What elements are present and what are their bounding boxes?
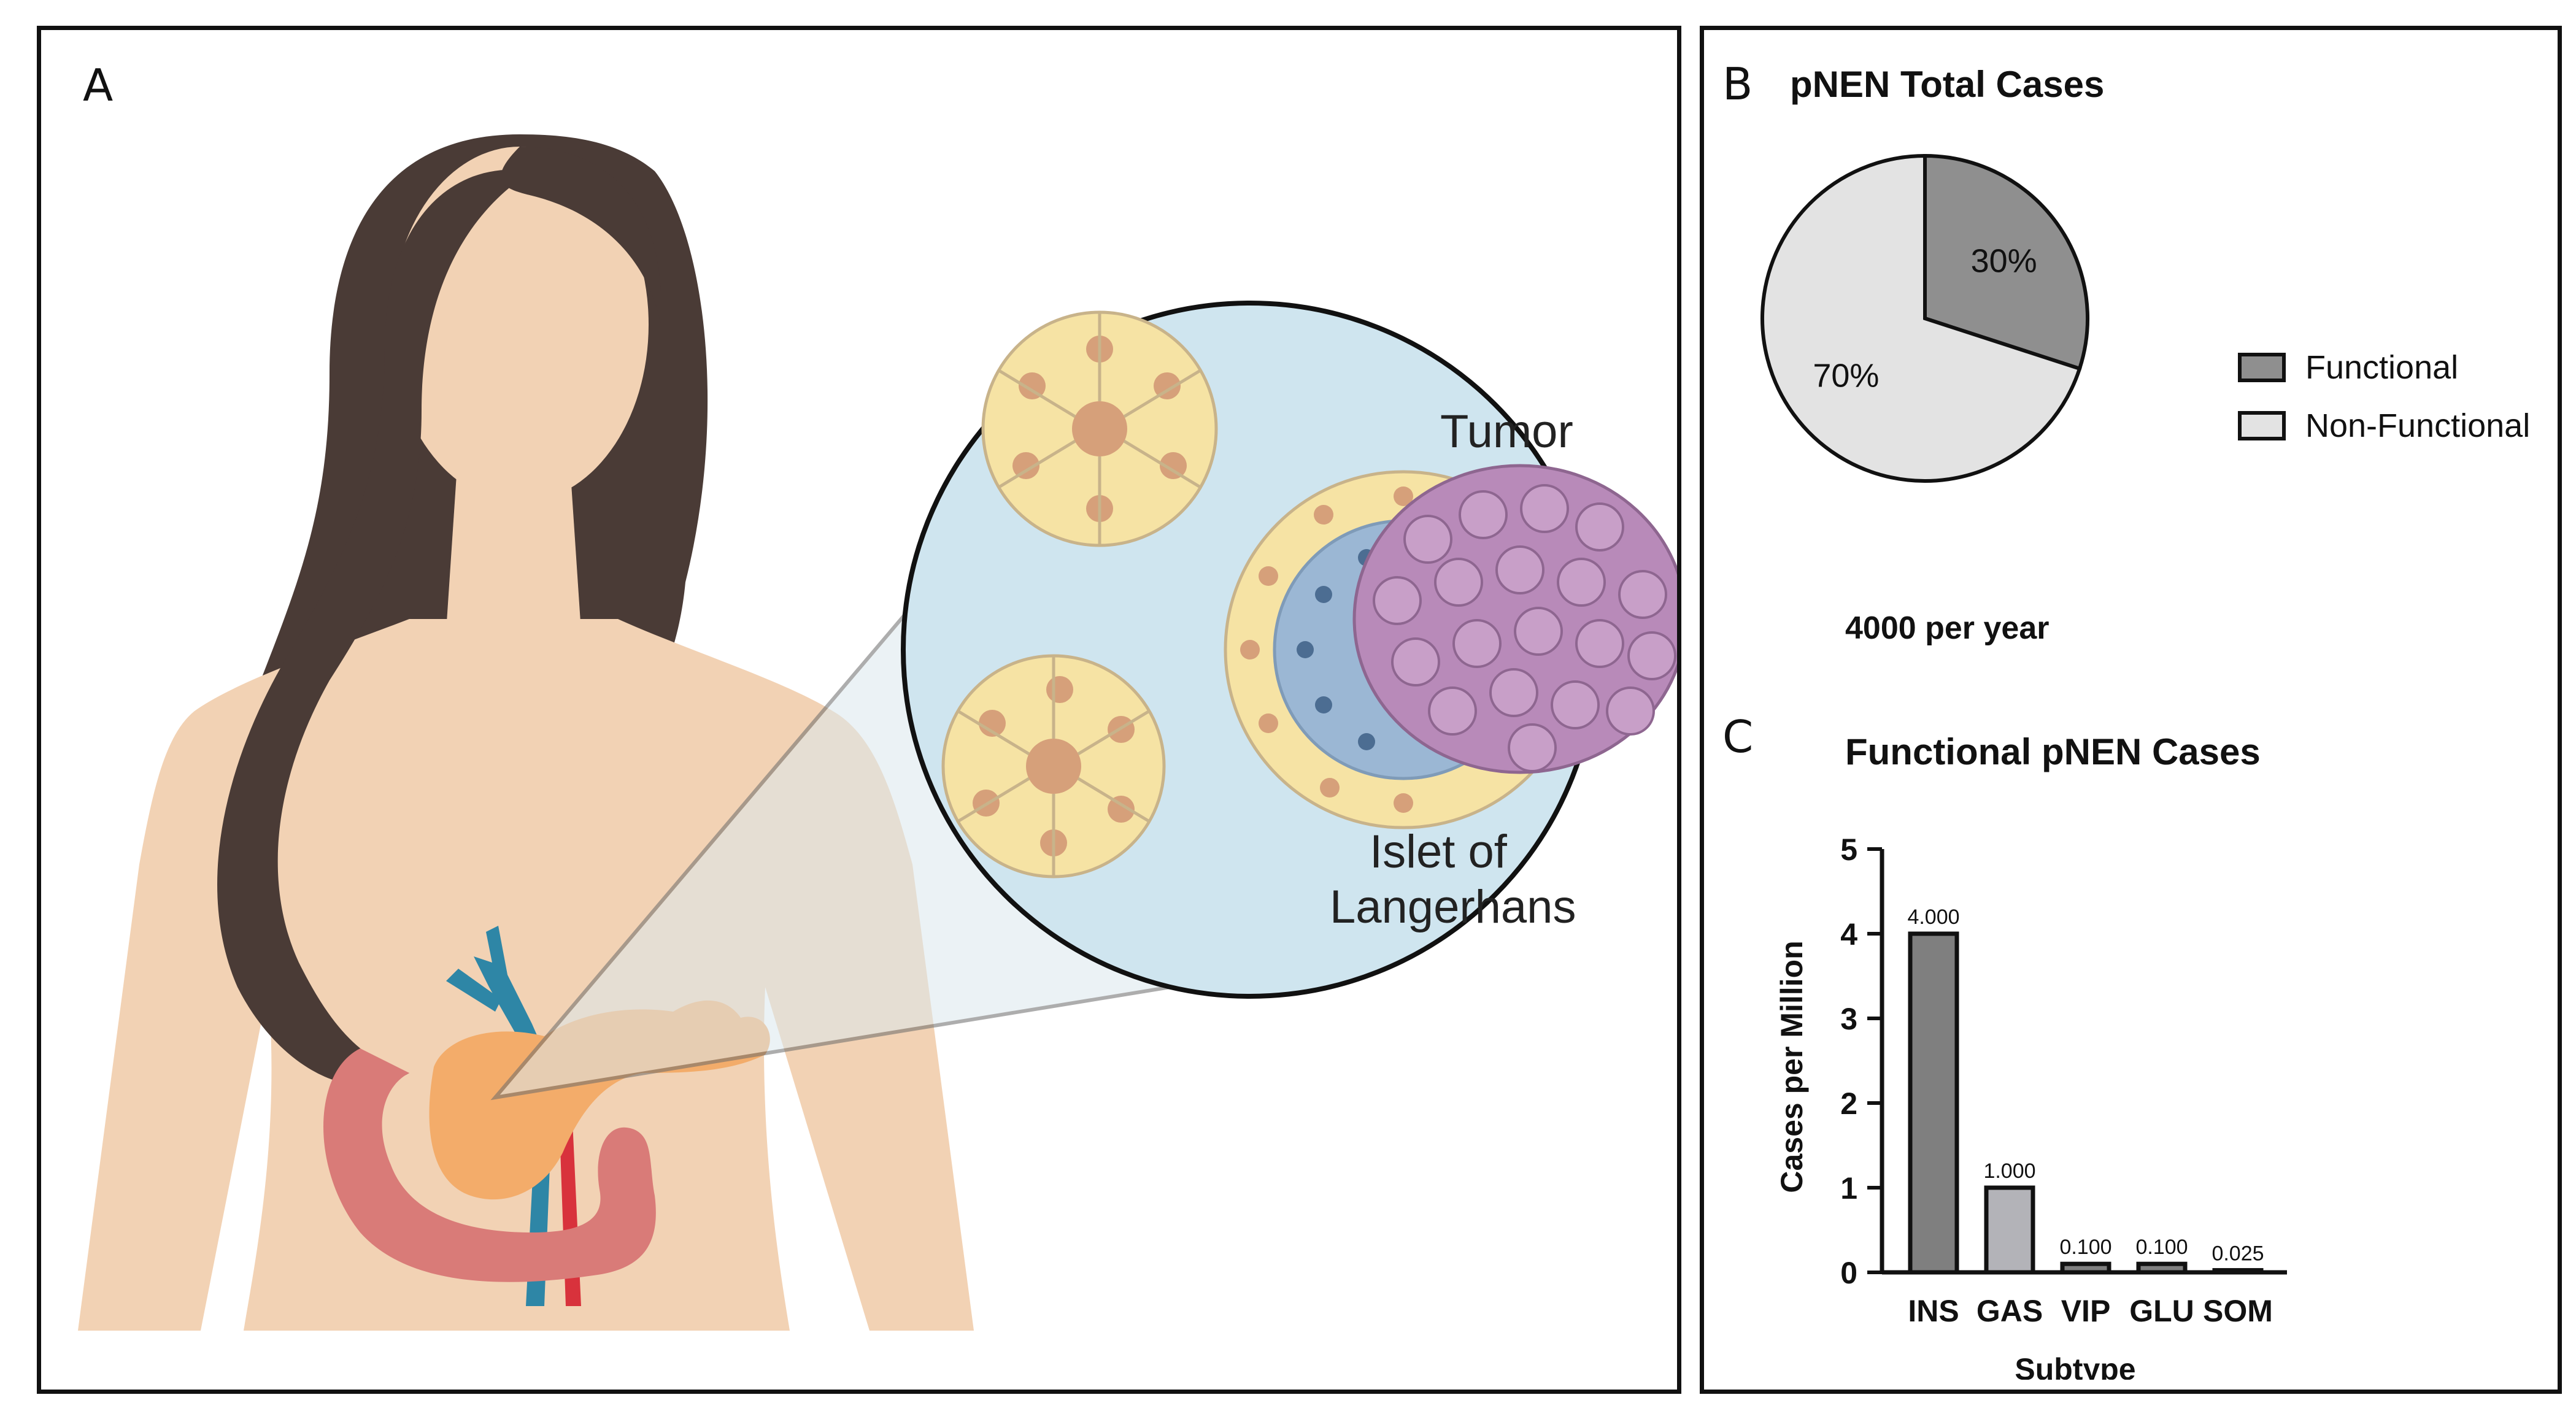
panel-a-label: A xyxy=(83,60,114,111)
pie-slice-functional xyxy=(1923,153,2089,371)
panel-bc: B pNEN Total Cases 30%70% 4000 per year … xyxy=(1700,26,2562,1394)
panel-c-label: C xyxy=(1722,711,1754,763)
bar-category-label-som: SOM xyxy=(2203,1294,2273,1328)
pie-title: pNEN Total Cases xyxy=(1790,64,2105,105)
legend-label-functional: Functional xyxy=(2305,349,2459,386)
bar-category-label-gas: GAS xyxy=(1976,1294,2043,1328)
pie-chart: 30% 70% xyxy=(1760,153,2089,483)
bar-ytick-label: 0 xyxy=(1840,1256,1857,1290)
bar-ytick-label: 1 xyxy=(1840,1171,1857,1205)
bar-category-label-glu: GLU xyxy=(2129,1294,2194,1328)
legend-swatch-functional xyxy=(2238,353,2286,382)
bar-value-label-gas: 1.000 xyxy=(1983,1159,2035,1183)
islet-cluster-bottom xyxy=(941,654,1166,879)
bar-xlabel: Subtype xyxy=(2015,1352,2135,1380)
bar-ytick-label: 5 xyxy=(1840,832,1857,867)
vessel-blue-branch xyxy=(446,969,501,1012)
bar-ylabel: Cases per Million xyxy=(1775,940,1809,1193)
bar-ytick-label: 2 xyxy=(1840,1086,1857,1121)
bar-ytick-label: 3 xyxy=(1840,1002,1857,1036)
panel-b-label: B xyxy=(1722,58,1753,110)
bar-category-label-vip: VIP xyxy=(2061,1294,2111,1328)
legend-item-functional: Functional xyxy=(2238,349,2458,386)
bar-gas xyxy=(1984,1185,2035,1275)
hair-front xyxy=(217,169,533,1086)
legend-swatch-non-functional xyxy=(2238,411,2286,440)
bar-ins xyxy=(1908,931,1959,1275)
bar-value-label-glu: 0.100 xyxy=(2135,1236,2188,1259)
legend-item-non-functional: Non-Functional xyxy=(2238,407,2530,444)
bar-value-label-ins: 4.000 xyxy=(1907,905,1959,929)
bar-title: Functional pNEN Cases xyxy=(1845,731,2261,772)
tumor-label: Tumor xyxy=(1440,406,1573,458)
pie-label-non-functional: 70% xyxy=(1813,357,1879,394)
pie-label-functional: 30% xyxy=(1971,243,2037,280)
bar-value-label-som: 0.025 xyxy=(2212,1242,2264,1266)
islet-label-line1: Islet of xyxy=(1370,826,1508,878)
bar-category-label-ins: INS xyxy=(1908,1294,1959,1328)
pie-subtitle: 4000 per year xyxy=(1845,610,2050,646)
bar-value-label-vip: 0.100 xyxy=(2059,1236,2111,1259)
bar-glu xyxy=(2136,1261,2188,1275)
islet-cluster-top xyxy=(981,310,1218,547)
hair-top xyxy=(501,147,661,325)
bar-ytick-label: 4 xyxy=(1840,917,1857,952)
pie-slice-non-functional xyxy=(1760,153,2082,483)
panel-a: A xyxy=(37,26,1681,1394)
tumor-mass xyxy=(1352,464,1677,774)
legend-label-non-functional: Non-Functional xyxy=(2305,407,2531,444)
islet-label-line2: Langerhans xyxy=(1330,881,1576,933)
intestine xyxy=(323,1048,656,1282)
anatomy-illustration: Tumor Islet of Langerhans xyxy=(78,134,1677,1331)
bar-vip xyxy=(2060,1261,2111,1275)
vessel-blue xyxy=(474,926,553,1306)
bar-som xyxy=(2212,1268,2264,1275)
